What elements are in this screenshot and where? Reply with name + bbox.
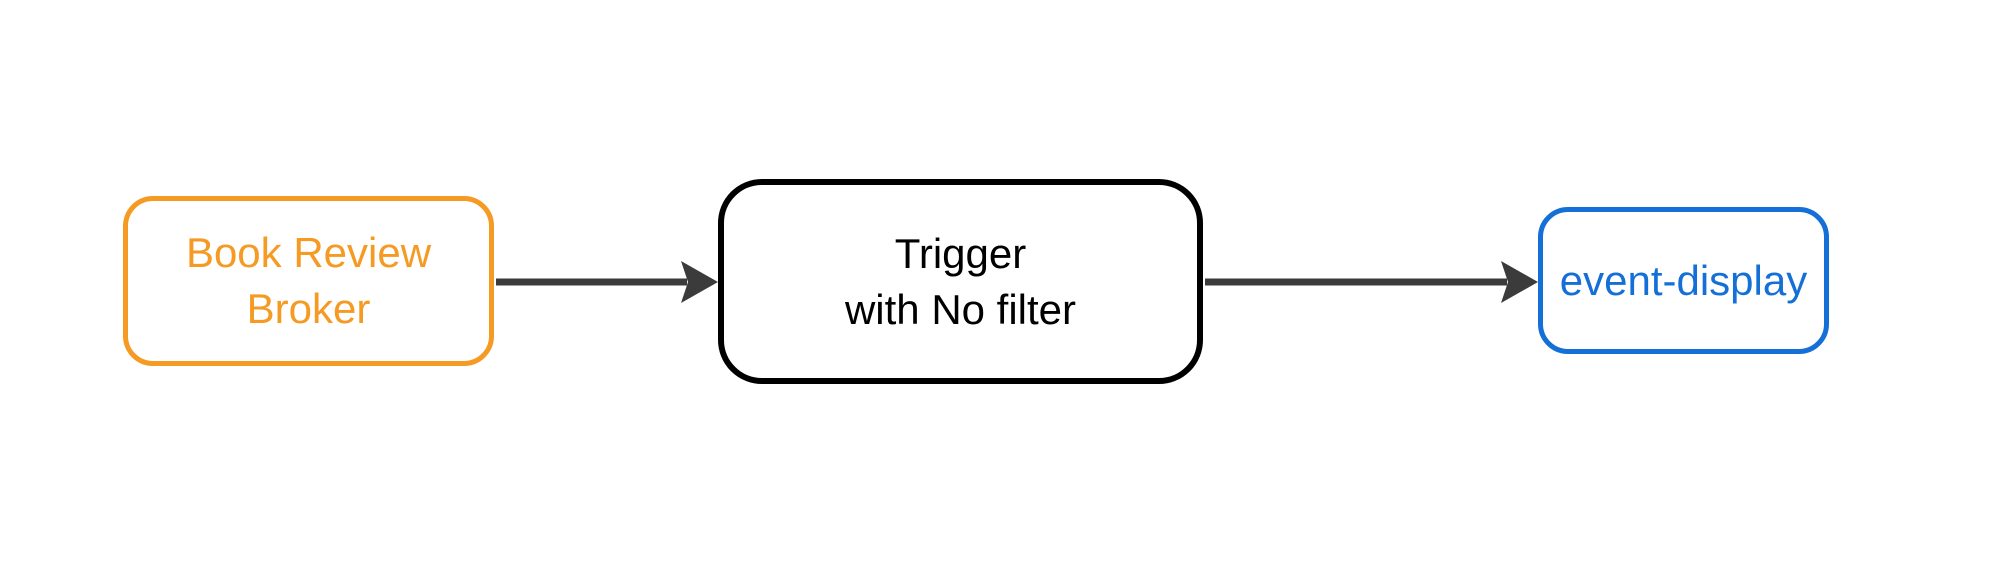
node-book-review-broker: Book Review Broker: [123, 196, 494, 366]
node-event-display: event-display: [1538, 207, 1829, 354]
node-label-line: Broker: [246, 285, 371, 332]
node-label-line: Book Review: [185, 229, 432, 276]
arrowhead-icon: [1501, 261, 1538, 303]
node-label-line: with No filter: [844, 285, 1077, 333]
arrow-trigger-to-event-display: [1205, 261, 1538, 303]
node-label-line: event-display: [1559, 256, 1808, 304]
node-trigger-with-no-filter: Trigger with No filter: [718, 179, 1203, 384]
arrow-broker-to-trigger: [496, 261, 718, 303]
node-label-line: Trigger: [894, 229, 1027, 277]
arrowhead-icon: [681, 261, 718, 303]
